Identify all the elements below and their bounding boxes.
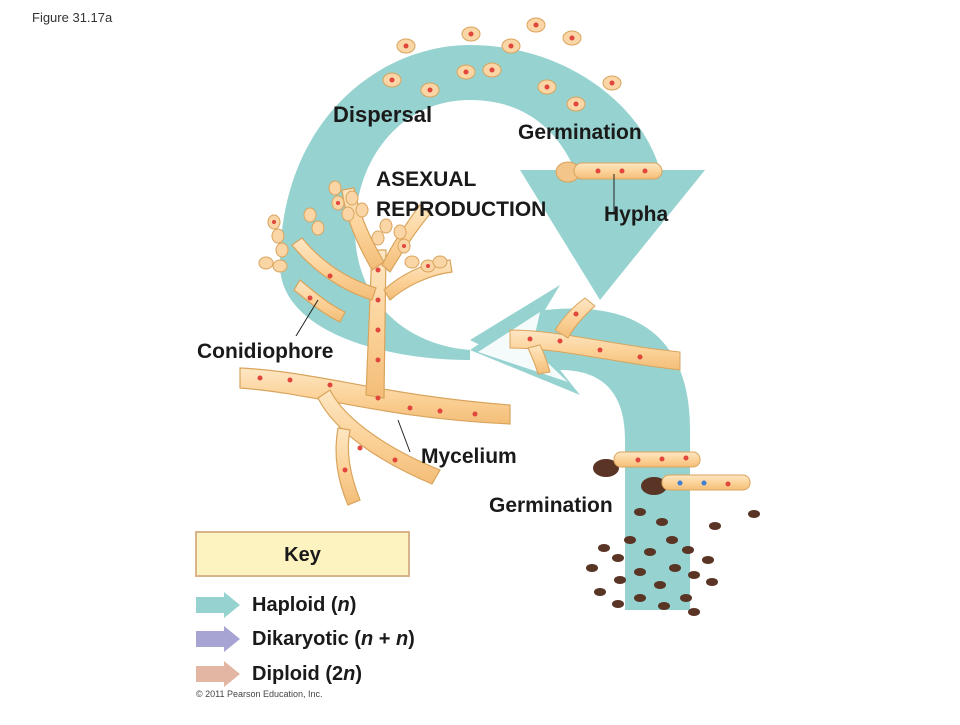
label-hypha: Hypha [604,203,669,226]
key-label-haploid: Haploid (n) [252,593,357,616]
key-row-haploid: Haploid (n) [196,590,356,620]
dikaryotic-arrow-icon [196,626,240,652]
haploid-arrow-icon [196,592,240,618]
dark-spores [586,508,760,616]
label-conidiophore: Conidiophore [197,340,334,363]
label-germination-bottom: Germination [489,494,613,517]
key-box: Key [195,531,410,577]
key-row-dikaryotic: Dikaryotic (n + n) [196,624,415,654]
label-reproduction: REPRODUCTION [376,198,547,221]
growing-hyphae [509,297,681,375]
germinating-hypha-top [555,161,663,212]
label-germination-top: Germination [518,121,642,144]
key-label-diploid: Diploid (2n) [252,662,362,685]
conidiophore-structure [239,187,511,506]
label-mycelium: Mycelium [421,445,517,468]
label-dispersal: Dispersal [333,102,433,127]
label-asexual: ASEXUAL [376,168,477,191]
figure-label: Figure 31.17a [32,10,113,25]
mycelium-leader-line [397,419,411,453]
copyright: © 2011 Pearson Education, Inc. [196,689,323,699]
conidiophore-nuclei [257,201,478,473]
conidiophore-leader-line [295,299,319,337]
conidia-spores [382,17,622,112]
diploid-arrow-icon [196,661,240,687]
key-label-dikaryotic: Dikaryotic (n + n) [252,627,415,650]
key-title: Key [284,544,321,566]
key-row-diploid: Diploid (2n) [196,659,362,689]
germinating-spores-bottom [593,451,751,495]
